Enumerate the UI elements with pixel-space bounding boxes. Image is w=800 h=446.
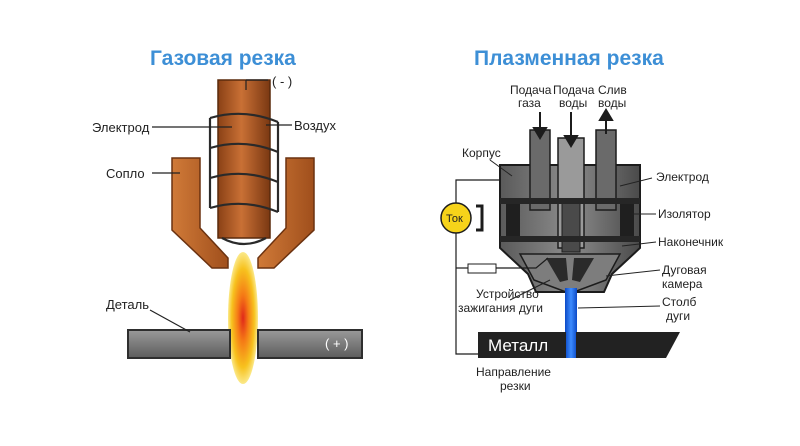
gas-nozzle-label: Сопло bbox=[106, 166, 145, 181]
gas-electrode bbox=[217, 79, 271, 239]
plasma-arc-chamber-label-1: Дуговая bbox=[662, 263, 707, 277]
plasma-current-bracket bbox=[476, 204, 484, 232]
plasma-tip-label: Наконечник bbox=[658, 235, 724, 249]
gas-workpiece-right bbox=[257, 329, 363, 359]
plasma-arc-chamber-left bbox=[546, 258, 568, 282]
plasma-arc-chamber-right bbox=[572, 258, 594, 282]
plasma-gas-feed-label-1: Подача bbox=[510, 83, 552, 97]
gas-minus-label: ( - ) bbox=[272, 74, 292, 89]
plasma-metal-left bbox=[478, 332, 566, 358]
plasma-arc-chamber-label-2: камера bbox=[662, 277, 703, 291]
gas-air-label: Воздух bbox=[294, 118, 337, 133]
plasma-arc-column-label-2: дуги bbox=[666, 309, 690, 323]
plasma-electrode bbox=[561, 199, 581, 253]
plasma-current-source bbox=[440, 202, 472, 234]
plasma-insulator-label: Изолятор bbox=[658, 207, 711, 221]
plasma-ignition-device bbox=[467, 263, 497, 274]
plasma-metal-right bbox=[576, 332, 680, 358]
plasma-ignition-label-2: зажигания дуги bbox=[458, 301, 543, 315]
gas-nozzle-right bbox=[257, 157, 315, 269]
plasma-current-label: Ток bbox=[446, 213, 463, 225]
gas-plus-label: ( + ) bbox=[325, 336, 348, 351]
plasma-water-drain-label-2: воды bbox=[598, 96, 626, 110]
plasma-collar-bottom bbox=[500, 236, 640, 242]
plasma-circuit-wire bbox=[455, 179, 549, 355]
plasma-water-feed-label-1: Подача bbox=[553, 83, 595, 97]
plasma-electrode-label: Электрод bbox=[656, 170, 709, 184]
plasma-insulator-right bbox=[620, 198, 634, 240]
plasma-metal-label: Металл bbox=[488, 336, 548, 355]
plasma-arc-column-label-1: Столб bbox=[662, 295, 696, 309]
gas-cutting-title: Газовая резка bbox=[150, 47, 296, 70]
gas-cutting-diagram: ( - ) Электрод Воздух Сопло Деталь ( + ) bbox=[92, 74, 363, 384]
gas-part-label: Деталь bbox=[106, 297, 149, 312]
plasma-cutting-diagram: Подача газа Подача воды Слив воды Корпус… bbox=[440, 83, 724, 393]
plasma-cutting-title: Плазменная резка bbox=[474, 47, 664, 70]
plasma-collar-top bbox=[500, 198, 640, 204]
plasma-water-feed-label-2: воды bbox=[559, 96, 587, 110]
plasma-insulator-left bbox=[506, 198, 520, 240]
plasma-water-drain-label-1: Слив bbox=[598, 83, 627, 97]
gas-flame bbox=[228, 252, 258, 384]
plasma-flow-arrows bbox=[532, 108, 614, 148]
gas-workpiece-left bbox=[127, 329, 231, 359]
plasma-direction-label-2: резки bbox=[500, 379, 531, 393]
gas-nozzle-left bbox=[171, 157, 229, 269]
gas-air-coil bbox=[208, 112, 280, 246]
plasma-direction-label-1: Направление bbox=[476, 365, 551, 379]
plasma-arc-column bbox=[565, 288, 577, 358]
plasma-gas-feed-label-2: газа bbox=[518, 96, 541, 110]
plasma-ignition-label-1: Устройство bbox=[476, 287, 539, 301]
plasma-body-label: Корпус bbox=[462, 146, 501, 160]
gas-electrode-label: Электрод bbox=[92, 120, 150, 135]
